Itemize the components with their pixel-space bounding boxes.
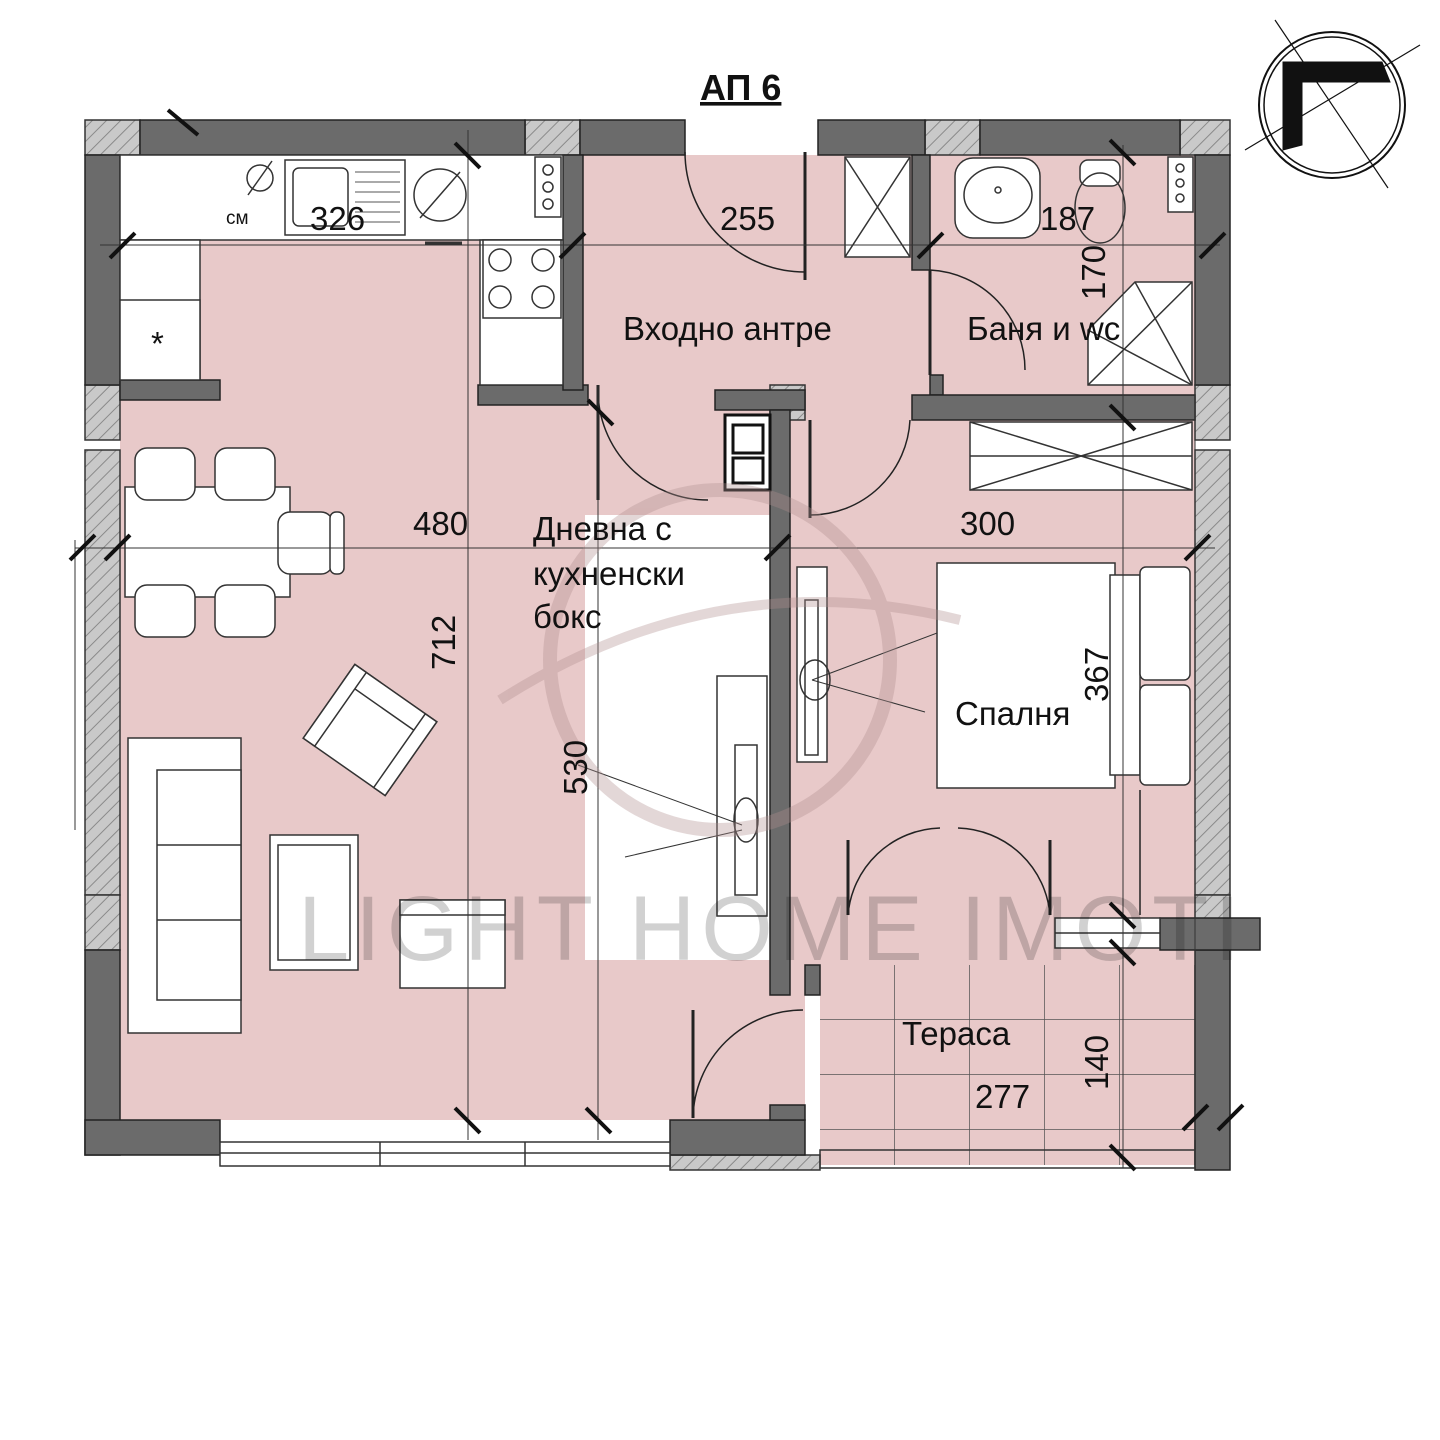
dim-living-depth: 712 [425,615,462,670]
kitchen-fixtures [119,154,564,386]
bed [936,562,1116,789]
dimension-lines [74,130,1220,1168]
windows [219,917,1196,1169]
flue-block [723,413,772,492]
dimension-ticks [68,108,1245,1172]
hob [482,239,562,319]
kitchen-cm-label: см [226,208,249,229]
terrace-floor [820,965,1195,1165]
room-label-terrace: Тераса [902,1015,1011,1052]
dim-bath-width: 187 [1040,200,1095,237]
room-label-bathroom: Баня и wc [967,310,1120,347]
dining-set [124,447,345,638]
dim-terrace-depth: 140 [1078,1035,1115,1090]
room-label-bedroom: Спалня [955,695,1070,732]
dim-living-width: 480 [413,505,468,542]
fridge [119,299,201,381]
watermark: LIGHT HOME IMOTI [298,483,1246,980]
tv-units [577,566,986,917]
armchair [302,663,438,797]
room-label-living-line-1: Дневна с [533,510,672,547]
compass-icon [1244,19,1421,189]
bedroom-furniture [936,421,1193,789]
dim-terrace-width: 277 [975,1078,1030,1115]
entrance-closet [844,156,911,258]
page-title: АП 6 [700,67,781,108]
dim-kitchen-width: 326 [310,200,365,237]
room-label-entrance: Входно антре [623,310,832,347]
dim-corridor-depth: 530 [557,740,594,795]
room-label-living-line-2: кухненски [533,555,685,592]
bathroom-fixtures [954,156,1194,386]
room-label-living-line-3: бокс [533,598,602,635]
washing-machine [413,168,467,222]
dim-bath-depth: 170 [1075,245,1112,300]
dining-table [124,486,291,598]
washbasin [954,157,1041,239]
fridge-symbol: * [151,325,164,362]
dim-bedroom-width: 300 [960,505,1015,542]
living-furniture [127,737,506,1034]
dim-entrance-width: 255 [720,200,775,237]
watermark-text: LIGHT HOME IMOTI [298,878,1246,980]
dim-bedroom-depth: 367 [1078,647,1115,702]
